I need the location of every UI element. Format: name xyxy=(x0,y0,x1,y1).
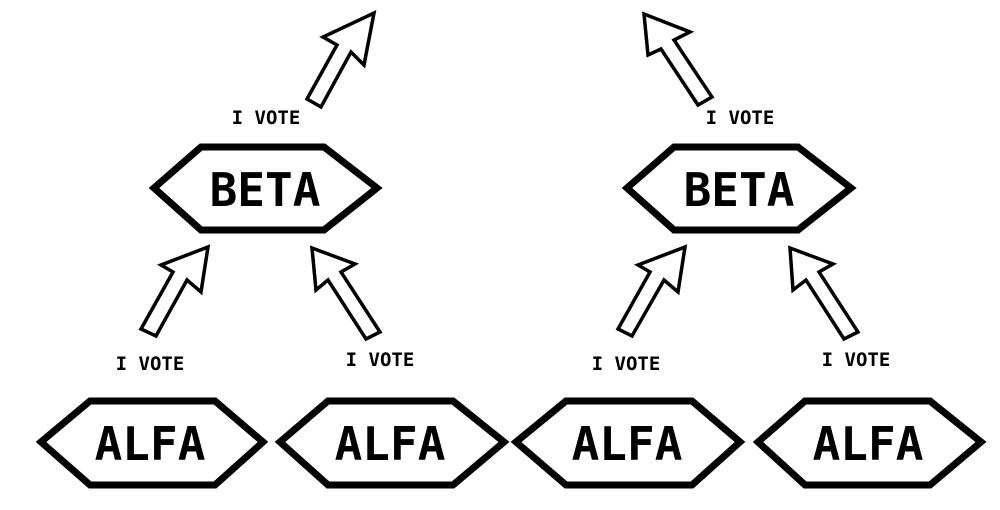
arrow-alfa1-to-beta-left xyxy=(138,244,211,339)
arrow-up-left-beta-right xyxy=(641,11,715,108)
beta-node-left: BETA xyxy=(148,143,383,234)
alfa-node-1-label: ALFA xyxy=(95,417,206,471)
alfa-node-3-label: ALFA xyxy=(572,417,683,471)
arrow-alfa3-to-beta-right xyxy=(615,244,688,339)
vote-label-beta-right: I VOTE xyxy=(706,107,775,129)
arrow-alfa2-to-beta-left xyxy=(309,245,383,342)
arrow-up-right-beta-left xyxy=(304,9,377,110)
arrow-alfa4-to-beta-right xyxy=(788,245,861,342)
beta-node-left-label: BETA xyxy=(210,163,321,217)
alfa-node-3: ALFA xyxy=(510,397,746,489)
alfa-node-1: ALFA xyxy=(35,397,269,489)
vote-label-alfa-4: I VOTE xyxy=(822,349,891,371)
vote-label-alfa-1: I VOTE xyxy=(116,353,185,375)
beta-node-right: BETA xyxy=(621,143,857,234)
alfa-node-2: ALFA xyxy=(274,397,510,489)
vote-label-alfa-3: I VOTE xyxy=(592,353,661,375)
vote-label-beta-left: I VOTE xyxy=(232,107,301,129)
alfa-node-2-label: ALFA xyxy=(335,417,446,471)
beta-node-right-label: BETA xyxy=(684,163,795,217)
alfa-node-4-label: ALFA xyxy=(813,417,924,471)
alfa-node-4: ALFA xyxy=(752,397,987,489)
vote-label-alfa-2: I VOTE xyxy=(346,349,415,371)
